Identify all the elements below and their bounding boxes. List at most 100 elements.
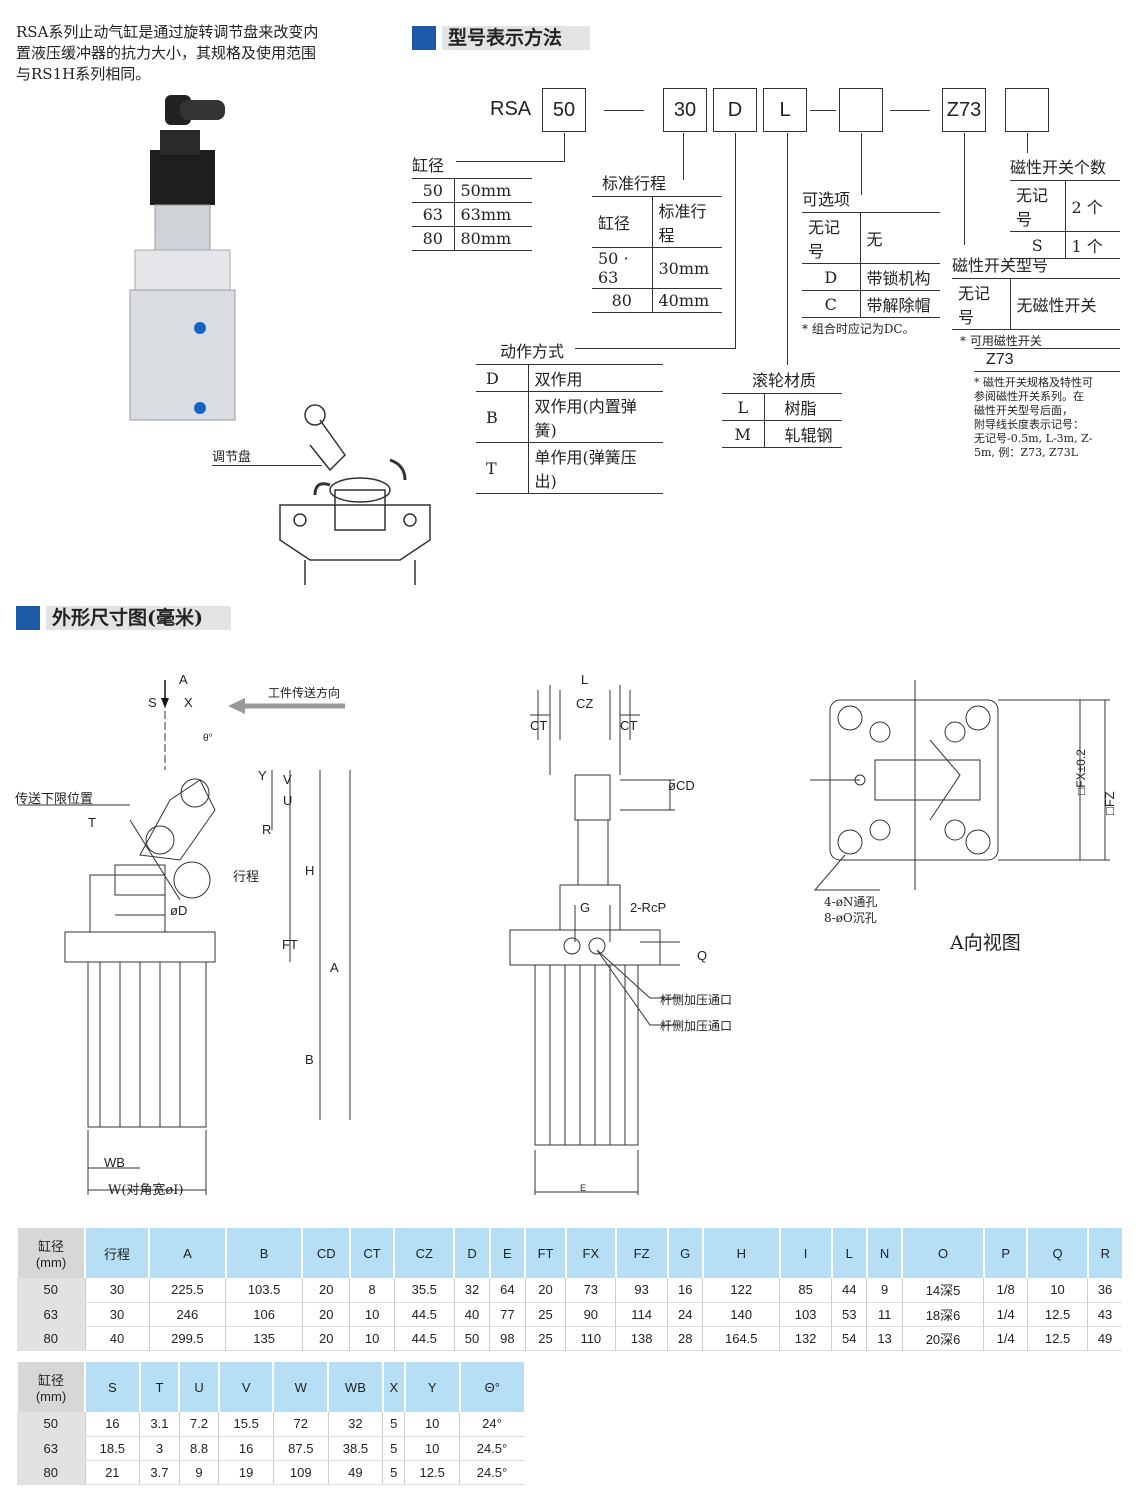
cell: 无记号	[1010, 180, 1065, 232]
lower-limit-label: 传送下限位置	[15, 792, 94, 807]
table-cell: 3	[139, 1436, 180, 1461]
table-cell: 12.5	[1026, 1302, 1088, 1327]
column-header: FT	[524, 1228, 566, 1278]
column-header: E	[488, 1228, 526, 1278]
model-section-header: 型号表示方法	[412, 25, 591, 51]
cell: 标准行程	[651, 196, 722, 248]
column-header: T	[138, 1362, 180, 1412]
dim-label: L	[581, 672, 589, 687]
table-cell: 73	[565, 1278, 616, 1303]
table-cell: 18.5	[84, 1436, 140, 1461]
table-cell: 20	[301, 1302, 350, 1327]
table-cell: 24.5°	[459, 1436, 524, 1461]
column-header: L	[830, 1228, 867, 1278]
table-cell: 98	[489, 1326, 526, 1351]
table-cell: 93	[615, 1278, 668, 1303]
cell: 双作用	[527, 364, 663, 392]
table-cell: 80	[17, 1326, 85, 1351]
column-header: P	[982, 1228, 1028, 1278]
model-prefix: RSA	[490, 98, 532, 120]
product-photo	[129, 95, 236, 421]
table-cell: 8	[349, 1278, 395, 1303]
cell: 无磁性开关	[1009, 278, 1120, 330]
cell: M	[722, 420, 764, 448]
dim-label: øD	[170, 903, 188, 918]
a-view-drawing	[810, 680, 1110, 891]
dim-label: W(对角宽øI)	[108, 1183, 184, 1198]
table-cell: 50	[453, 1326, 490, 1351]
cell: 40mm	[651, 288, 722, 313]
column-header: V	[217, 1362, 274, 1412]
cell: 树脂	[763, 393, 842, 421]
table-cell: 122	[702, 1278, 780, 1303]
cell: D	[802, 263, 860, 291]
cell: C	[802, 290, 860, 318]
code-box-bore: 50	[542, 88, 586, 132]
cell: 单作用(弹簧压出)	[527, 442, 663, 494]
column-header: B	[224, 1228, 303, 1278]
table-cell: 10	[349, 1302, 395, 1327]
dim-label: θ°	[203, 733, 213, 744]
holes-label: 8-øO沉孔	[824, 911, 877, 925]
code-box-switch-count	[1005, 88, 1049, 132]
cell: 63	[412, 202, 454, 227]
table-title: 缸径	[412, 156, 445, 175]
table-cell: 103.5	[225, 1278, 303, 1303]
table-cell: 9	[866, 1278, 903, 1303]
port-label: 杆侧加压通口	[660, 993, 733, 1007]
table-cell: 11	[866, 1302, 903, 1327]
cell: 50	[412, 178, 454, 203]
table-title: 磁性开关个数	[1010, 158, 1107, 177]
column-header: O	[901, 1228, 984, 1278]
table-cell: 5	[382, 1436, 405, 1461]
table-cell: 40	[453, 1302, 490, 1327]
table-cell: 10	[349, 1326, 395, 1351]
table-cell: 3.1	[139, 1412, 180, 1437]
intro-line: 与RS1H系列相同。	[16, 65, 151, 83]
table-cell: 16	[667, 1278, 703, 1303]
dial-illustration	[279, 404, 431, 585]
note-line: 5m, 例：Z73, Z73L	[974, 446, 1079, 459]
dim-label: 行程	[233, 870, 260, 885]
table-cell: 32	[327, 1412, 383, 1437]
side-view-drawing	[18, 680, 351, 1195]
code-box-action: D	[713, 88, 757, 132]
column-header: X	[381, 1362, 405, 1412]
cell: 30mm	[651, 247, 722, 289]
cell: 缸径	[592, 196, 652, 248]
feed-direction-label: 工件传送方向	[268, 686, 341, 700]
table-title: 磁性开关型号	[952, 256, 1049, 275]
table-cell: 132	[779, 1326, 832, 1351]
available-switch-label: * 可用磁性开关	[960, 334, 1042, 348]
table-cell: 246	[148, 1302, 226, 1327]
table-cell: 64	[489, 1278, 526, 1303]
table-cell: 10	[1026, 1278, 1088, 1303]
cell: B	[476, 391, 528, 443]
table-cell: 24.5°	[459, 1460, 524, 1485]
section-title: 型号表示方法	[442, 26, 591, 50]
intro-text: RSA系列止动气缸是通过旋转调节盘来改变内 置液压缓冲器的抗力大小，其规格及使用…	[16, 22, 376, 85]
column-header: CT	[348, 1228, 395, 1278]
table-cell: 299.5	[148, 1326, 226, 1351]
dim-label: Q	[697, 948, 708, 963]
dim-label: S	[148, 695, 157, 710]
column-header: A	[148, 1228, 226, 1278]
table-cell: 54	[831, 1326, 867, 1351]
intro-line: RSA系列止动气缸是通过旋转调节盘来改变内	[16, 23, 319, 41]
column-header: CZ	[393, 1228, 455, 1278]
note-line: * 磁性开关规格及特性可	[974, 376, 1093, 389]
table-cell: 87.5	[272, 1436, 329, 1461]
dim-label: E	[580, 1183, 587, 1193]
table-cell: 53	[831, 1302, 867, 1327]
table-cell: 24°	[459, 1412, 524, 1437]
dim-label: FT	[282, 937, 298, 952]
dim-label: G	[580, 900, 591, 915]
table-cell: 1/8	[983, 1278, 1028, 1303]
table-title: 动作方式	[500, 342, 565, 361]
table-cell: 103	[779, 1302, 832, 1327]
cell: 1 个	[1064, 231, 1120, 259]
